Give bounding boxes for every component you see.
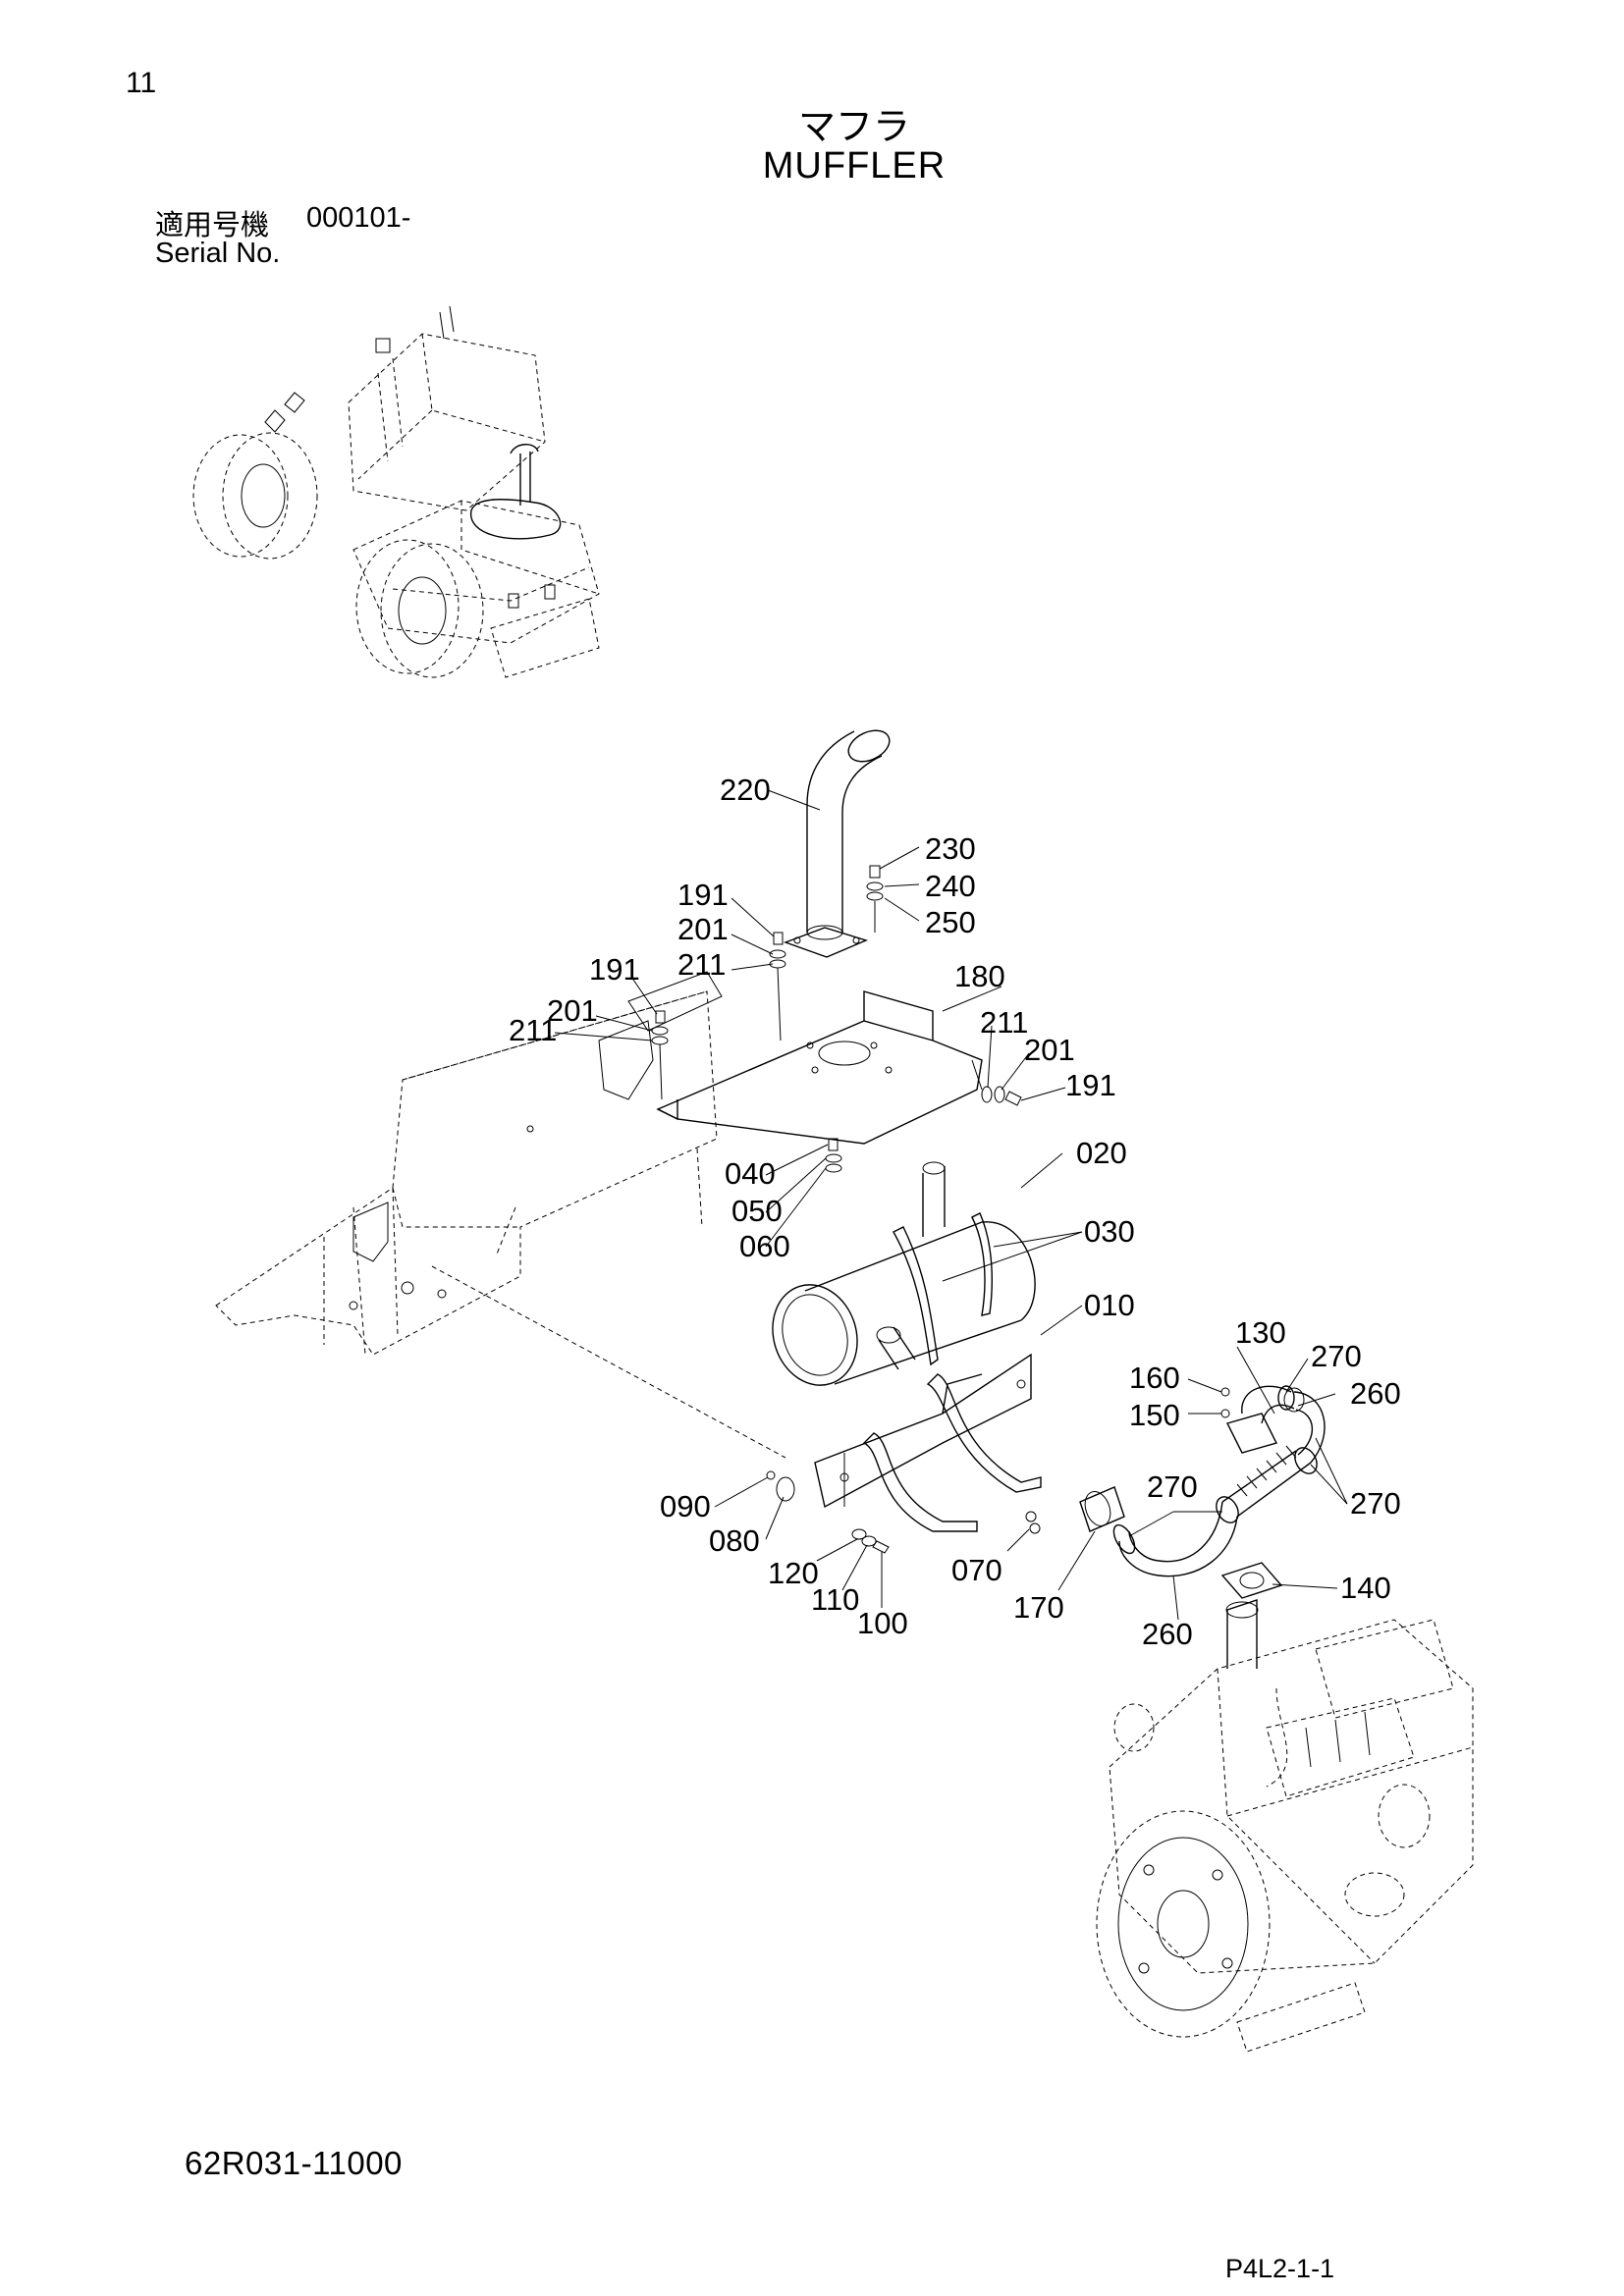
part-label-191: 191 bbox=[1065, 1068, 1116, 1102]
part-label-211: 211 bbox=[509, 1013, 557, 1047]
part-label-170: 170 bbox=[1013, 1590, 1064, 1625]
part-label-211: 211 bbox=[980, 1005, 1028, 1040]
page-reference: P4L2-1-1 bbox=[1225, 2254, 1335, 2283]
part-label-110: 110 bbox=[811, 1582, 859, 1617]
machine-frame-outline bbox=[215, 971, 786, 1459]
muffler-body bbox=[772, 1161, 1036, 1386]
part-label-270: 270 bbox=[1350, 1486, 1401, 1521]
part-label-120: 120 bbox=[768, 1556, 819, 1590]
part-label-060: 060 bbox=[739, 1229, 790, 1263]
part-label-050: 050 bbox=[731, 1194, 783, 1228]
part-label-201: 201 bbox=[677, 912, 729, 946]
part-label-090: 090 bbox=[660, 1489, 711, 1523]
part-label-270: 270 bbox=[1311, 1339, 1362, 1373]
muffler-support-bracket bbox=[814, 1353, 1042, 1532]
part-label-191: 191 bbox=[589, 952, 640, 987]
part-label-211: 211 bbox=[677, 947, 726, 982]
exhaust-stack-pipe bbox=[783, 729, 891, 958]
part-label-160: 160 bbox=[1129, 1361, 1180, 1395]
part-label-250: 250 bbox=[925, 905, 976, 939]
page-number: 11 bbox=[126, 67, 157, 99]
engine-illustration bbox=[1096, 1599, 1474, 2053]
part-label-150: 150 bbox=[1129, 1398, 1180, 1432]
part-label-010: 010 bbox=[1084, 1288, 1135, 1322]
part-label-220: 220 bbox=[720, 773, 771, 807]
loader-overview-illustration bbox=[192, 305, 600, 678]
part-label-270: 270 bbox=[1147, 1469, 1198, 1504]
muffler-bracket-plate bbox=[656, 990, 983, 1145]
part-label-130: 130 bbox=[1235, 1315, 1286, 1350]
serial-number-value: 000101- bbox=[306, 202, 411, 234]
leader-lines bbox=[554, 789, 1348, 1621]
serial-label-japanese: 適用号機 bbox=[155, 208, 270, 241]
serial-label-english: Serial No. bbox=[155, 238, 281, 269]
part-number-labels: 220 230 240 250 191 201 211 191 201 211 … bbox=[509, 773, 1401, 1651]
part-label-180: 180 bbox=[954, 959, 1005, 993]
part-label-140: 140 bbox=[1340, 1571, 1391, 1605]
title-japanese: マフラ bbox=[797, 105, 910, 148]
part-label-240: 240 bbox=[925, 869, 976, 903]
part-label-230: 230 bbox=[925, 831, 976, 866]
exhaust-inlet-piping bbox=[1079, 1385, 1326, 1599]
part-label-100: 100 bbox=[857, 1606, 908, 1640]
part-label-020: 020 bbox=[1076, 1136, 1127, 1170]
document-code: 62R031-11000 bbox=[185, 2145, 403, 2181]
part-label-070: 070 bbox=[951, 1553, 1002, 1587]
part-label-201: 201 bbox=[547, 993, 598, 1028]
title-english: MUFFLER bbox=[762, 145, 947, 187]
part-label-040: 040 bbox=[725, 1156, 776, 1191]
part-label-191: 191 bbox=[677, 878, 729, 912]
part-label-030: 030 bbox=[1084, 1214, 1135, 1249]
part-label-260: 260 bbox=[1350, 1376, 1401, 1411]
part-label-260: 260 bbox=[1142, 1617, 1193, 1651]
part-label-080: 080 bbox=[709, 1523, 760, 1558]
part-label-201: 201 bbox=[1024, 1033, 1075, 1067]
